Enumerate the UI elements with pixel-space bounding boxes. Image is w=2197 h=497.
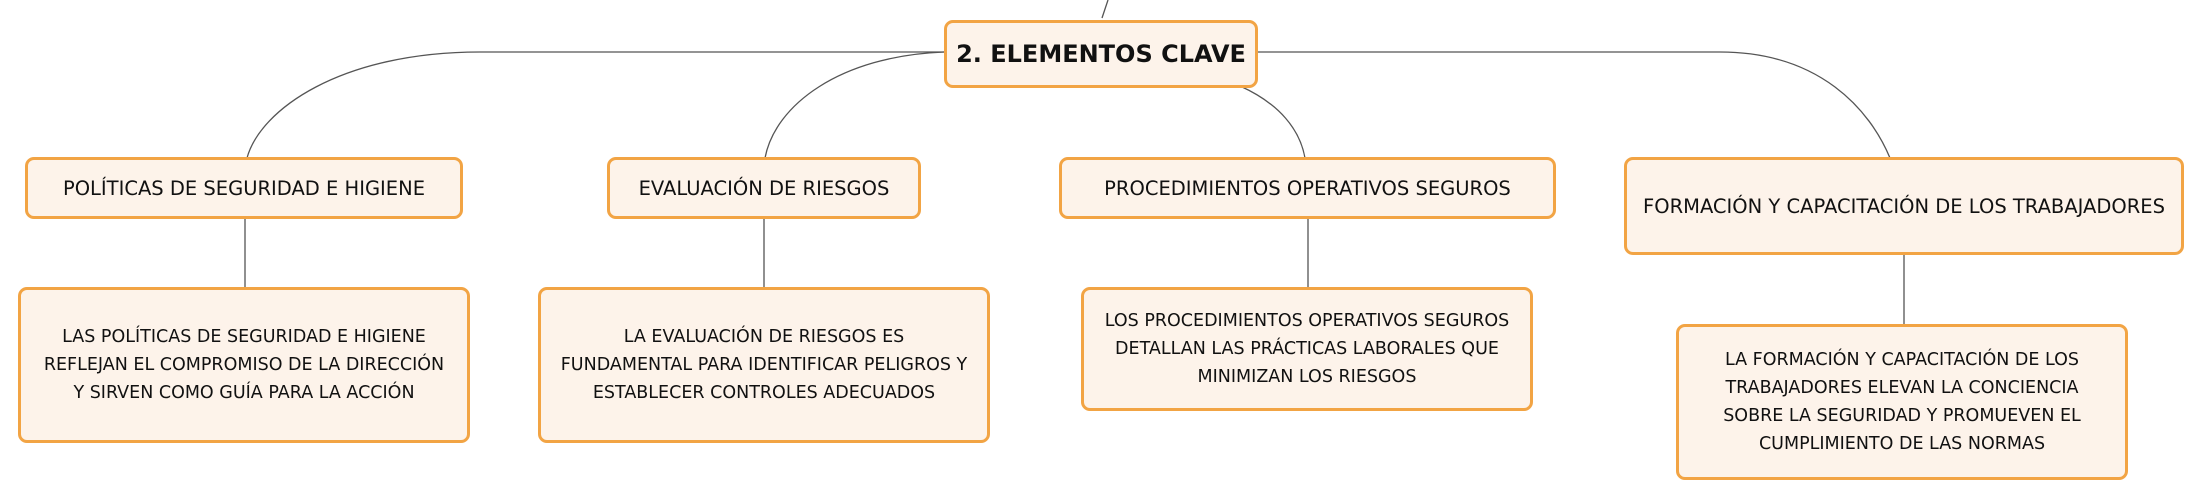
connector-central-to-topic-1 [246, 51, 944, 159]
central-node[interactable]: 2. ELEMENTOS CLAVE [944, 20, 1258, 88]
topic-node-politicas[interactable]: POLÍTICAS DE SEGURIDAD E HIGIENE [25, 157, 463, 219]
topic-node-formacion[interactable]: FORMACIÓN Y CAPACITACIÓN DE LOS TRABAJAD… [1624, 157, 2184, 255]
connector-central-to-topic-2 [764, 51, 945, 159]
connector-central-to-topic-4 [1258, 51, 1891, 159]
connector-central-to-topic-3 [1239, 85, 1306, 159]
detail-node-evaluacion[interactable]: LA EVALUACIÓN DE RIESGOS ES FUNDAMENTAL … [538, 287, 990, 443]
detail-node-formacion[interactable]: LA FORMACIÓN Y CAPACITACIÓN DE LOS TRABA… [1676, 324, 2128, 480]
topic-node-evaluacion[interactable]: EVALUACIÓN DE RIESGOS [607, 157, 921, 219]
detail-node-procedimientos[interactable]: LOS PROCEDIMIENTOS OPERATIVOS SEGUROS DE… [1081, 287, 1533, 411]
topic-node-procedimientos[interactable]: PROCEDIMIENTOS OPERATIVOS SEGUROS [1059, 157, 1556, 219]
connector-parent [1101, 0, 1109, 19]
detail-node-politicas[interactable]: LAS POLÍTICAS DE SEGURIDAD E HIGIENE REF… [18, 287, 470, 443]
